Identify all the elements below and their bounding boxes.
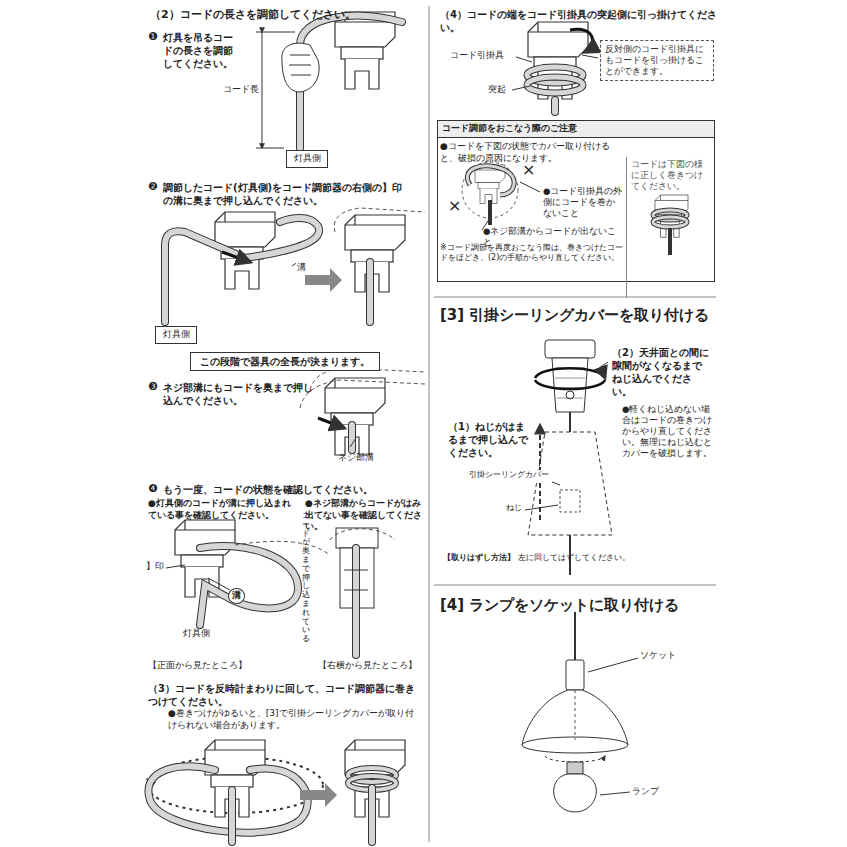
text-label: ●巻きつけがゆるいと、[3]で引掛シーリングカバーが取り付けられない場合がありま… (168, 708, 418, 731)
text-label: 【取りはずし方法】 (443, 553, 515, 563)
text-label: ねじ (505, 503, 523, 513)
callout-box: 反対側のコード引掛具にもコードを引っ掛けることができます。 (600, 40, 714, 81)
text-label: × (448, 196, 461, 217)
figure-3 (300, 368, 425, 455)
text-label: 】印 (146, 561, 164, 573)
label-box: 灯具側 (286, 150, 328, 168)
text-label: × (522, 160, 535, 181)
circled-label: 溝 (228, 588, 245, 604)
text-label: （2）コードの長さを調節してください。 (150, 8, 420, 22)
figure-wind (146, 740, 405, 842)
text-label: ❹ (148, 482, 158, 496)
label-box: 灯具側 (155, 326, 197, 344)
text-label: もう一度、コードの状態を確認してください。 (163, 483, 408, 496)
text-label: ネジ部溝 (338, 452, 374, 464)
text-label: コード引掛具 (450, 50, 504, 62)
text-label: 【右横から見たところ】 (318, 660, 417, 672)
text-label: [3] 引掛シーリングカバーを取り付ける (440, 306, 709, 326)
figure-4 (166, 520, 395, 655)
text-label: ❷ (148, 180, 158, 194)
cover-figure (525, 340, 612, 575)
text-label: （4）コードの端をコード引掛具の突起側に引っ掛けてください。 (440, 8, 722, 34)
figure-2 (165, 208, 425, 322)
text-label: 【正面から見たところ】 (148, 660, 247, 672)
text-label: ●灯具側のコードが溝に押し込まれている事を確認してください。 (148, 498, 293, 521)
text-label: 調節したコード(灯具側)をコード調節器の右側の】印の溝に奥まで押し込んでください… (163, 181, 408, 207)
figure-1 (256, 12, 402, 148)
text-label: [4] ランプをソケットに取り付ける (440, 596, 679, 616)
text-label: 灯具側 (183, 628, 210, 640)
text-label: 灯具を吊るコードの長さを調節してください。 (163, 31, 241, 70)
text-label: ❶ (148, 30, 158, 44)
text-label: コード長 (222, 84, 260, 96)
node-text: この段階で器具の全長が決まります。 (194, 355, 376, 368)
node-text: 灯具側 (159, 329, 193, 341)
text-label: （2）天井面との間に隙間がなくなるまでねじ込んでください。 (612, 346, 710, 398)
text-label: ネジ部溝にもコードを奥まで押し込んでください。 (163, 381, 313, 407)
node-text: コードは下図の様に正しく巻きつけてください。 (631, 159, 710, 192)
text-label: ❸ (148, 380, 158, 394)
note-box: この段階で器具の全長が決まります。 (190, 352, 380, 371)
text-label: （1）ねじがはまるまで押し込んでください。 (448, 420, 528, 459)
lamp-figure (522, 612, 638, 812)
text-label: ●軽くねじ込めない場合はコードの巻きつけからやり直してください。無理にねじ込むと… (622, 404, 714, 459)
text-label: ●ネジ部溝からコードがはみ出てない事を確認してください。 (305, 498, 423, 533)
text-label: 突起 (488, 84, 506, 96)
caution-subpanel: コードは下図の様に正しく巻きつけてください。 (626, 157, 714, 298)
text-label: （3）コードを反時計まわりに回して、コード調節器に巻きつけてください。 (148, 682, 418, 708)
text-label: ソケット (640, 650, 676, 662)
node-text: 反対側のコード引掛具にもコードを引っ掛けることができます。 (605, 44, 709, 77)
text-label: ※コード調節を再度おこなう際は、巻きつけたコードをほどき、(2)の手順からやり直… (440, 243, 625, 264)
figure-hook (512, 22, 598, 112)
node-text: コード調節をおこなう際のご注意 (438, 121, 714, 138)
text-label: ランプ (632, 786, 659, 798)
node-text: 灯具側 (290, 153, 324, 165)
vertical-note: コードが奥まで押し込まれている (302, 512, 310, 644)
text-label: 引掛シーリングカバー (468, 470, 554, 480)
text-label: 左に回してはずしてください。 (518, 553, 630, 563)
text-label: ●コード引掛具の外側にコードを巻かないこと (543, 186, 623, 219)
text-label: 溝 (296, 262, 307, 274)
